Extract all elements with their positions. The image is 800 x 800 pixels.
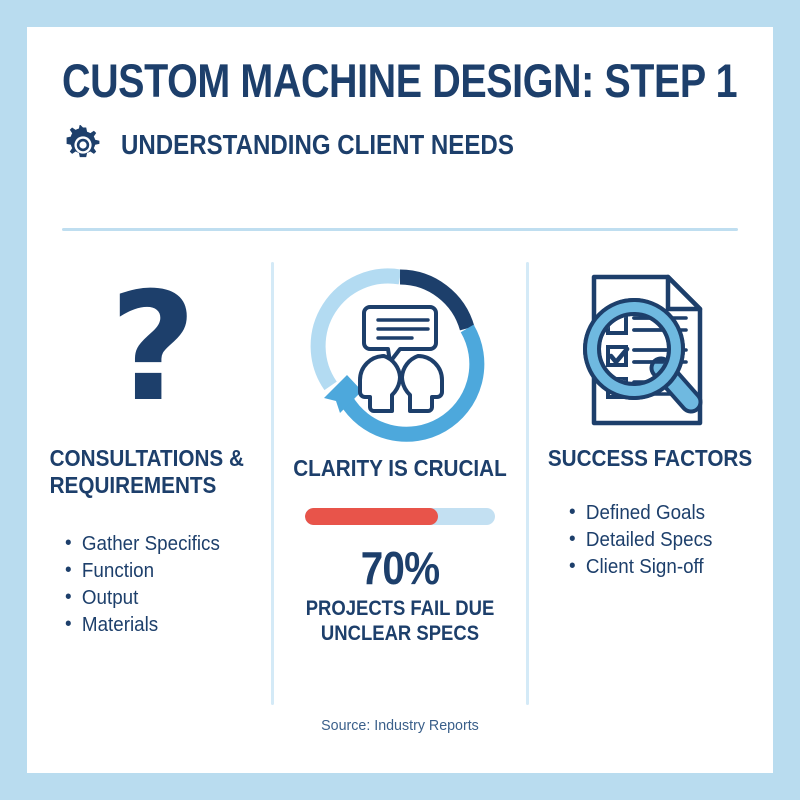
column-clarity: CLARITY IS CRUCIAL 70% PROJECTS FAIL DUE… — [276, 255, 524, 705]
list-item: Detailed Specs — [569, 526, 757, 554]
page-title: CUSTOM MACHINE DESIGN: STEP 1 — [62, 54, 738, 107]
column-right-heading: SUCCESS FACTORS — [547, 445, 753, 471]
list-item: Defined Goals — [569, 499, 757, 527]
list-item: Gather Specifics — [65, 530, 257, 558]
consultations-bullet-list: Gather Specifics Function Output Materia… — [65, 530, 269, 639]
list-item: Client Sign-off — [569, 553, 757, 581]
document-magnifier-icon-area — [531, 255, 769, 445]
stat-caption-line-2: UNCLEAR SPECS — [320, 622, 480, 645]
header-divider — [62, 228, 738, 231]
column-center-heading: CLARITY IS CRUCIAL — [293, 455, 507, 481]
gear-icon — [63, 124, 103, 165]
progress-track — [305, 508, 495, 525]
list-item: Function — [65, 557, 257, 585]
question-mark-icon-area: ? — [37, 255, 269, 445]
page-subtitle: UNDERSTANDING CLIENT NEEDS — [121, 129, 514, 160]
subtitle-row: UNDERSTANDING CLIENT NEEDS — [63, 124, 578, 165]
column-divider-left — [271, 262, 274, 705]
list-item: Output — [65, 584, 257, 612]
progress-bar — [305, 508, 495, 525]
source-note: Source: Industry Reports — [321, 717, 479, 734]
infographic-card: CUSTOM MACHINE DESIGN: STEP 1 UNDERSTAND… — [27, 27, 773, 773]
stat-number: 70% — [360, 542, 440, 594]
conversation-cycle-icon-area — [276, 255, 524, 445]
column-divider-right — [526, 262, 529, 705]
document-magnifier-icon — [583, 274, 703, 426]
stat-caption-line-1: PROJECTS FAIL DUE — [305, 597, 495, 620]
column-left-heading: CONSULTATIONS & REQUIREMENTS — [49, 445, 244, 498]
stat-caption: PROJECTS FAIL DUE UNCLEAR SPECS — [291, 596, 509, 646]
list-item: Materials — [65, 611, 257, 639]
columns-section: ? CONSULTATIONS & REQUIREMENTS Gather Sp… — [27, 255, 773, 705]
question-mark-icon: ? — [109, 261, 197, 435]
progress-fill — [305, 508, 438, 525]
column-success-factors: SUCCESS FACTORS Defined Goals Detailed S… — [531, 255, 769, 705]
conversation-cycle-icon — [310, 268, 485, 442]
success-factors-bullet-list: Defined Goals Detailed Specs Client Sign… — [569, 499, 769, 581]
column-consultations: ? CONSULTATIONS & REQUIREMENTS Gather Sp… — [37, 255, 269, 705]
